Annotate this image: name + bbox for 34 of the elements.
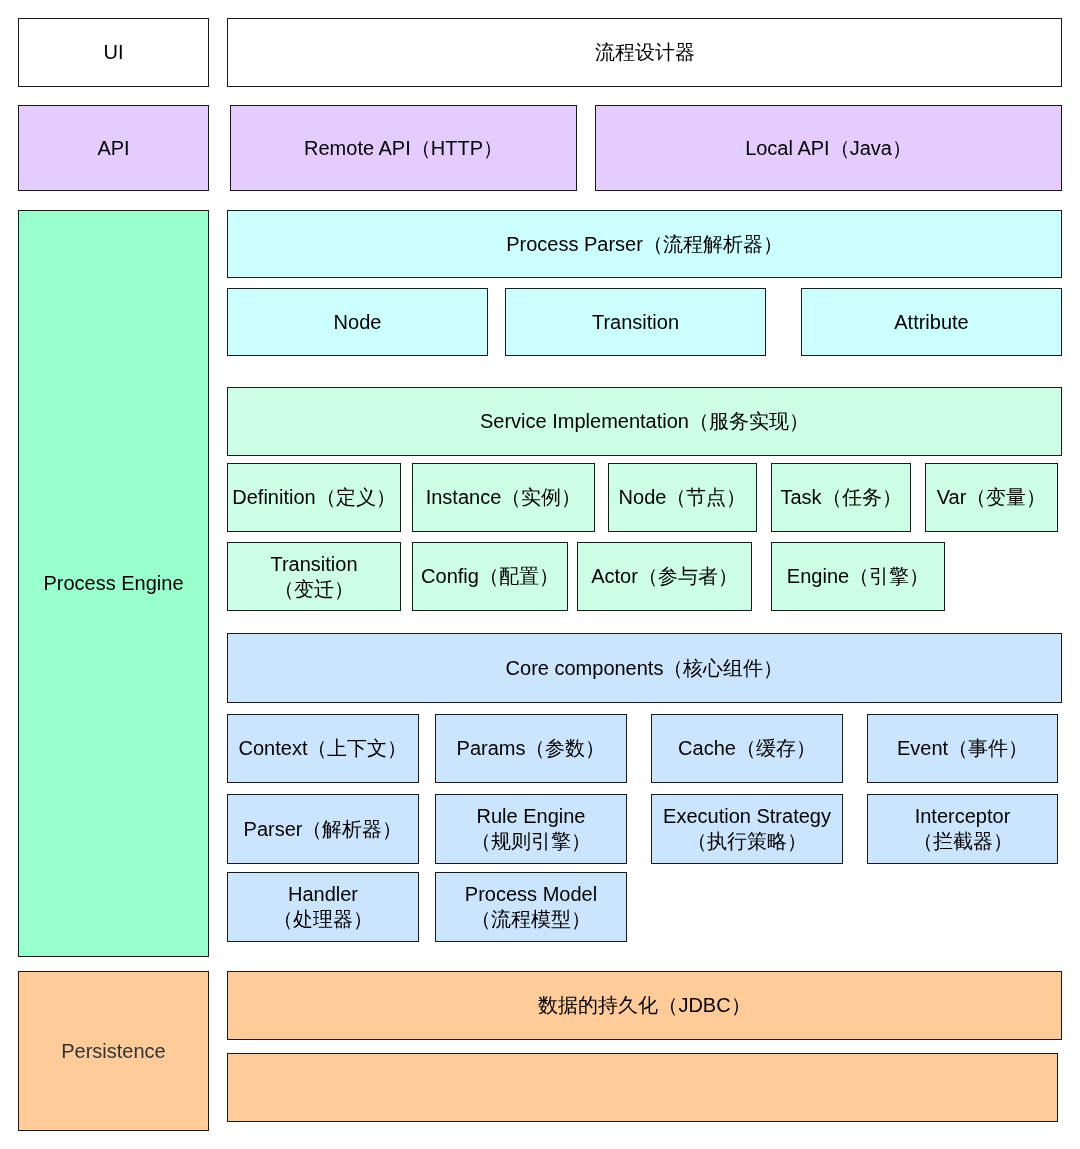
component-box: Parser（解析器） [227, 794, 419, 864]
component-box: Process Model （流程模型） [435, 872, 627, 942]
database-box [227, 1053, 1058, 1122]
component-box: Definition（定义） [227, 463, 401, 532]
component-box: Node（节点） [608, 463, 757, 532]
layer-box: Process Engine [18, 210, 209, 957]
component-box: Instance（实例） [412, 463, 595, 532]
component-box: Local API（Java） [595, 105, 1062, 191]
component-box: Interceptor （拦截器） [867, 794, 1058, 864]
component-box: Transition [505, 288, 766, 356]
layer-box: API [18, 105, 209, 191]
component-box: Attribute [801, 288, 1062, 356]
component-box: Handler （处理器） [227, 872, 419, 942]
component-box: Cache（缓存） [651, 714, 843, 783]
component-box: Event（事件） [867, 714, 1058, 783]
component-box: Params（参数） [435, 714, 627, 783]
component-box: Transition （变迁） [227, 542, 401, 611]
component-box: Var（变量） [925, 463, 1058, 532]
component-box: Config（配置） [412, 542, 568, 611]
layer-box: Persistence [18, 971, 209, 1131]
group-header-box: Service Implementation（服务实现） [227, 387, 1062, 456]
component-box: 流程设计器 [227, 18, 1062, 87]
group-header-box: Core components（核心组件） [227, 633, 1062, 703]
component-box: Node [227, 288, 488, 356]
component-box: Context（上下文） [227, 714, 419, 783]
component-box: Remote API（HTTP） [230, 105, 577, 191]
component-box: 数据的持久化（JDBC） [227, 971, 1062, 1040]
layer-box: UI [18, 18, 209, 87]
component-box: Rule Engine （规则引擎） [435, 794, 627, 864]
component-box: Execution Strategy （执行策略） [651, 794, 843, 864]
group-header-box: Process Parser（流程解析器） [227, 210, 1062, 278]
component-box: Task（任务） [771, 463, 911, 532]
component-box: Actor（参与者） [577, 542, 752, 611]
component-box: Engine（引擎） [771, 542, 945, 611]
